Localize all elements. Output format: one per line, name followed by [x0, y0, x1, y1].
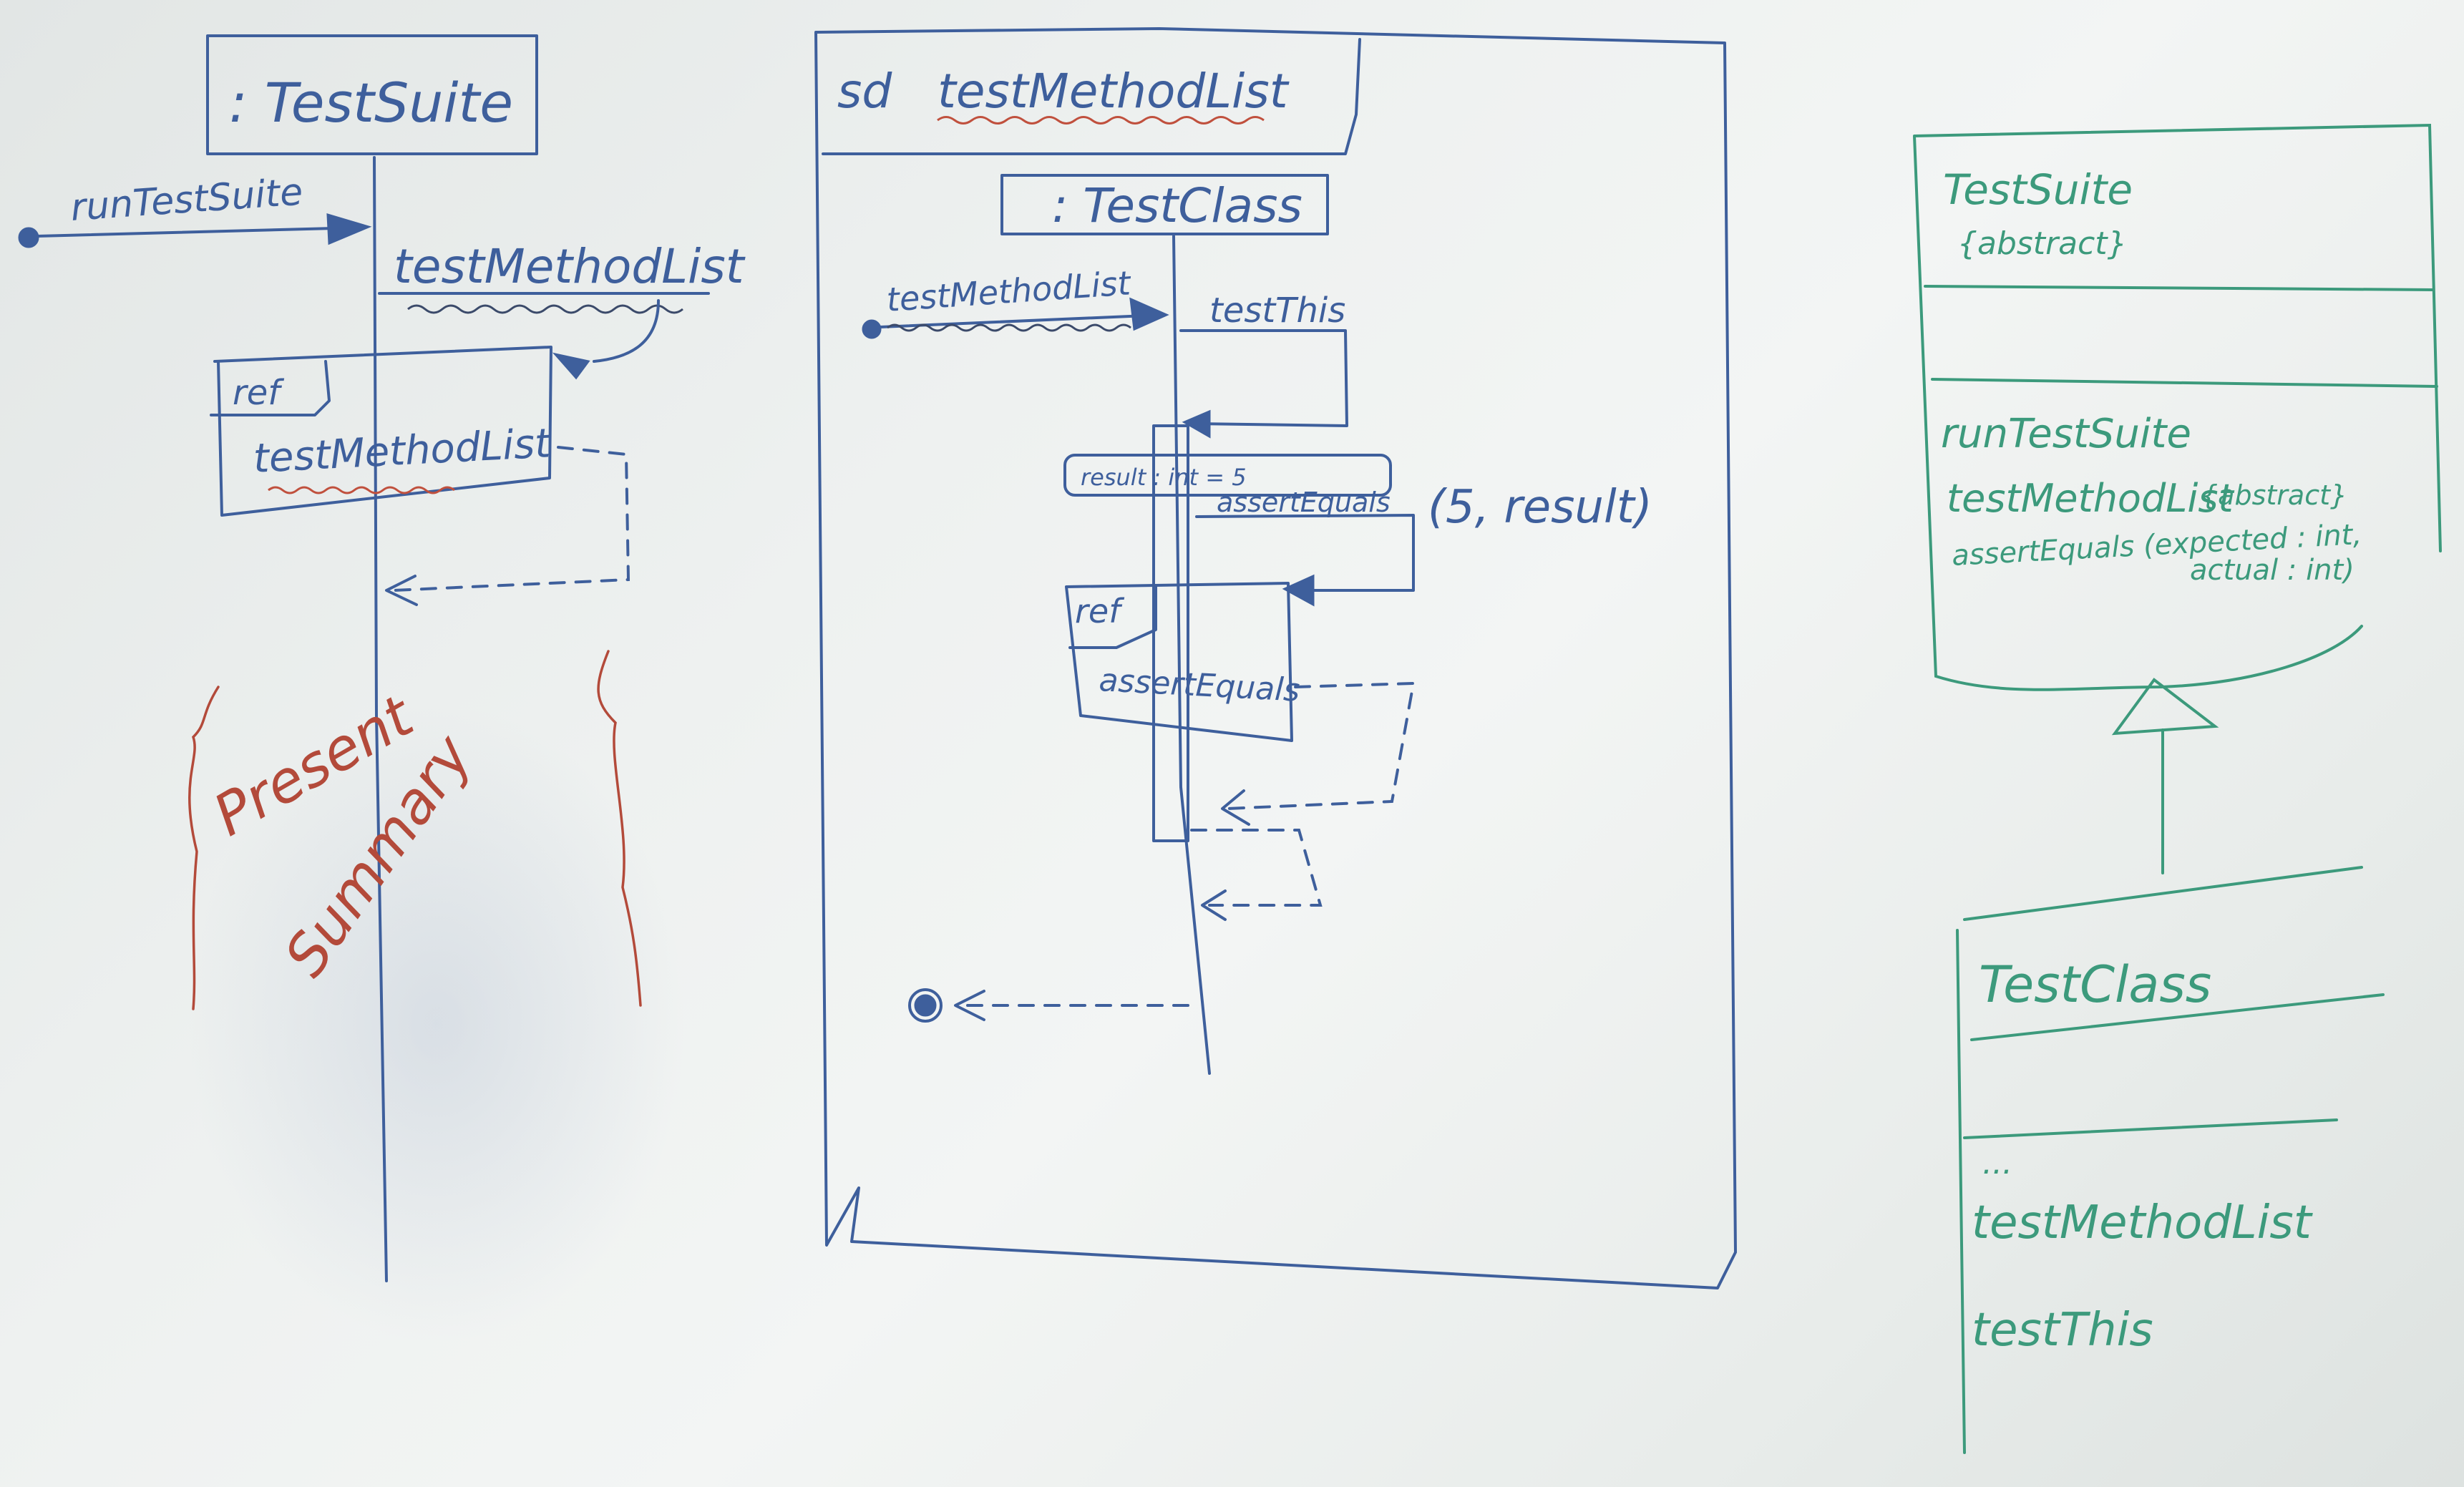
- left-ref-frame: [213, 346, 552, 517]
- middle-message-in-label: testMethodList: [885, 263, 1133, 319]
- activation-return-arrowhead: [1201, 889, 1227, 921]
- testclass-attr-divider: [1963, 1118, 2338, 1139]
- testsuite-lifeline-title: : TestSuite: [229, 71, 513, 135]
- activation-return-dashed: [1190, 829, 1323, 907]
- testclass-op-testthis: testThis: [1972, 1304, 2153, 1357]
- testclass-lifeline-head: [1000, 174, 1329, 235]
- testsuite-op-runtestsuite: runTestSuite: [1941, 411, 2191, 457]
- testclass-class-name: TestClass: [1979, 955, 2211, 1014]
- left-ref-tag-box: [210, 360, 331, 416]
- testsuite-class-name: TestSuite: [1943, 165, 2133, 214]
- runtestsuite-arrowhead: [326, 213, 372, 245]
- sd-frame-title-squiggle: [937, 116, 1265, 125]
- middle-ref-frame: [1065, 582, 1293, 742]
- testsuite-class-stereotype: {abstract}: [1957, 225, 2128, 262]
- assert-call-args: (5, result): [1428, 481, 1652, 534]
- self-call-arrowhead: [1182, 409, 1211, 439]
- found-message-start: [18, 227, 39, 248]
- testclass-class-box: [1956, 866, 2363, 1454]
- testsuite-op-testmethodlist-prop: {abstract}: [2201, 479, 2347, 511]
- testsuite-attr-divider: [1931, 378, 2438, 388]
- middle-ref-label: assertEquals: [1098, 662, 1300, 709]
- testclass-name-divider: [1970, 993, 2385, 1041]
- middle-ref-return-dashed: [1226, 681, 1416, 810]
- self-message-label: testMethodList: [394, 239, 746, 294]
- middle-found-message-start: [862, 319, 882, 339]
- testsuite-name-divider: [1924, 285, 2435, 291]
- left-ref-label-squiggle: [268, 486, 455, 494]
- self-call-loop: [1179, 329, 1348, 427]
- middle-message-in-arrowhead: [1129, 297, 1169, 331]
- note-left-brace: [188, 686, 220, 1010]
- middle-message-in-squiggle: [887, 323, 1131, 332]
- self-message-return-curve: [593, 299, 660, 363]
- testclass-lifeline-title: : TestClass: [1052, 178, 1302, 233]
- testsuite-lifeline-head: [206, 34, 538, 155]
- testsuite-op-testmethodlist: testMethodList: [1947, 476, 2234, 521]
- left-ref-label: testMethodList: [252, 420, 552, 482]
- sd-frame: [814, 27, 1737, 1289]
- final-return-arrowhead: [954, 990, 985, 1021]
- testsuite-lifeline: [373, 156, 388, 1282]
- middle-ref-tag-box: [1068, 585, 1157, 649]
- sd-frame-title-box: [822, 38, 1361, 155]
- activation-bar: [1152, 424, 1189, 842]
- guard-box: [1063, 454, 1392, 497]
- testclass-lifeline: [1172, 235, 1211, 1075]
- note-right-brace: [597, 650, 642, 1007]
- self-message-squiggle: [407, 304, 683, 314]
- middle-sequence-diagram: sd testMethodList : TestClass testMethod…: [814, 27, 1737, 1289]
- testsuite-op-assertequals-cont: actual : int): [2190, 554, 2355, 587]
- middle-ref-tag: ref: [1075, 592, 1124, 630]
- self-message-arrowhead: [552, 352, 590, 380]
- left-ref-return-dashed: [392, 446, 630, 592]
- self-call-label: testThis: [1209, 291, 1345, 331]
- runtestsuite-label: runTestSuite: [69, 170, 304, 230]
- testclass-ellipsis: ...: [1982, 1145, 2012, 1181]
- left-sequence-diagram: : TestSuite runTestSuite testMethodList …: [18, 34, 746, 1282]
- lost-message-end: [914, 994, 937, 1017]
- sd-frame-prefix: sd: [837, 64, 892, 119]
- middle-ref-return-arrowhead: [1221, 789, 1250, 826]
- lost-message-end-ring: [908, 988, 943, 1023]
- guard-text: result : int = 5: [1081, 464, 1247, 491]
- left-ref-return-arrowhead: [385, 575, 418, 606]
- left-ref-tag: ref: [233, 373, 284, 413]
- generalization-triangle: [2111, 678, 2219, 736]
- class-diagram: TestSuite {abstract} runTestSuite testMe…: [1913, 123, 2442, 1454]
- sd-frame-title: testMethodList: [938, 64, 1290, 119]
- testclass-op-testmethodlist: testMethodList: [1972, 1196, 2314, 1249]
- runtestsuite-arrow: [36, 226, 363, 238]
- assert-call-line: [1195, 514, 1415, 592]
- assert-call-arrowhead: [1282, 574, 1315, 607]
- assert-call-label: assertEquals: [1217, 487, 1391, 518]
